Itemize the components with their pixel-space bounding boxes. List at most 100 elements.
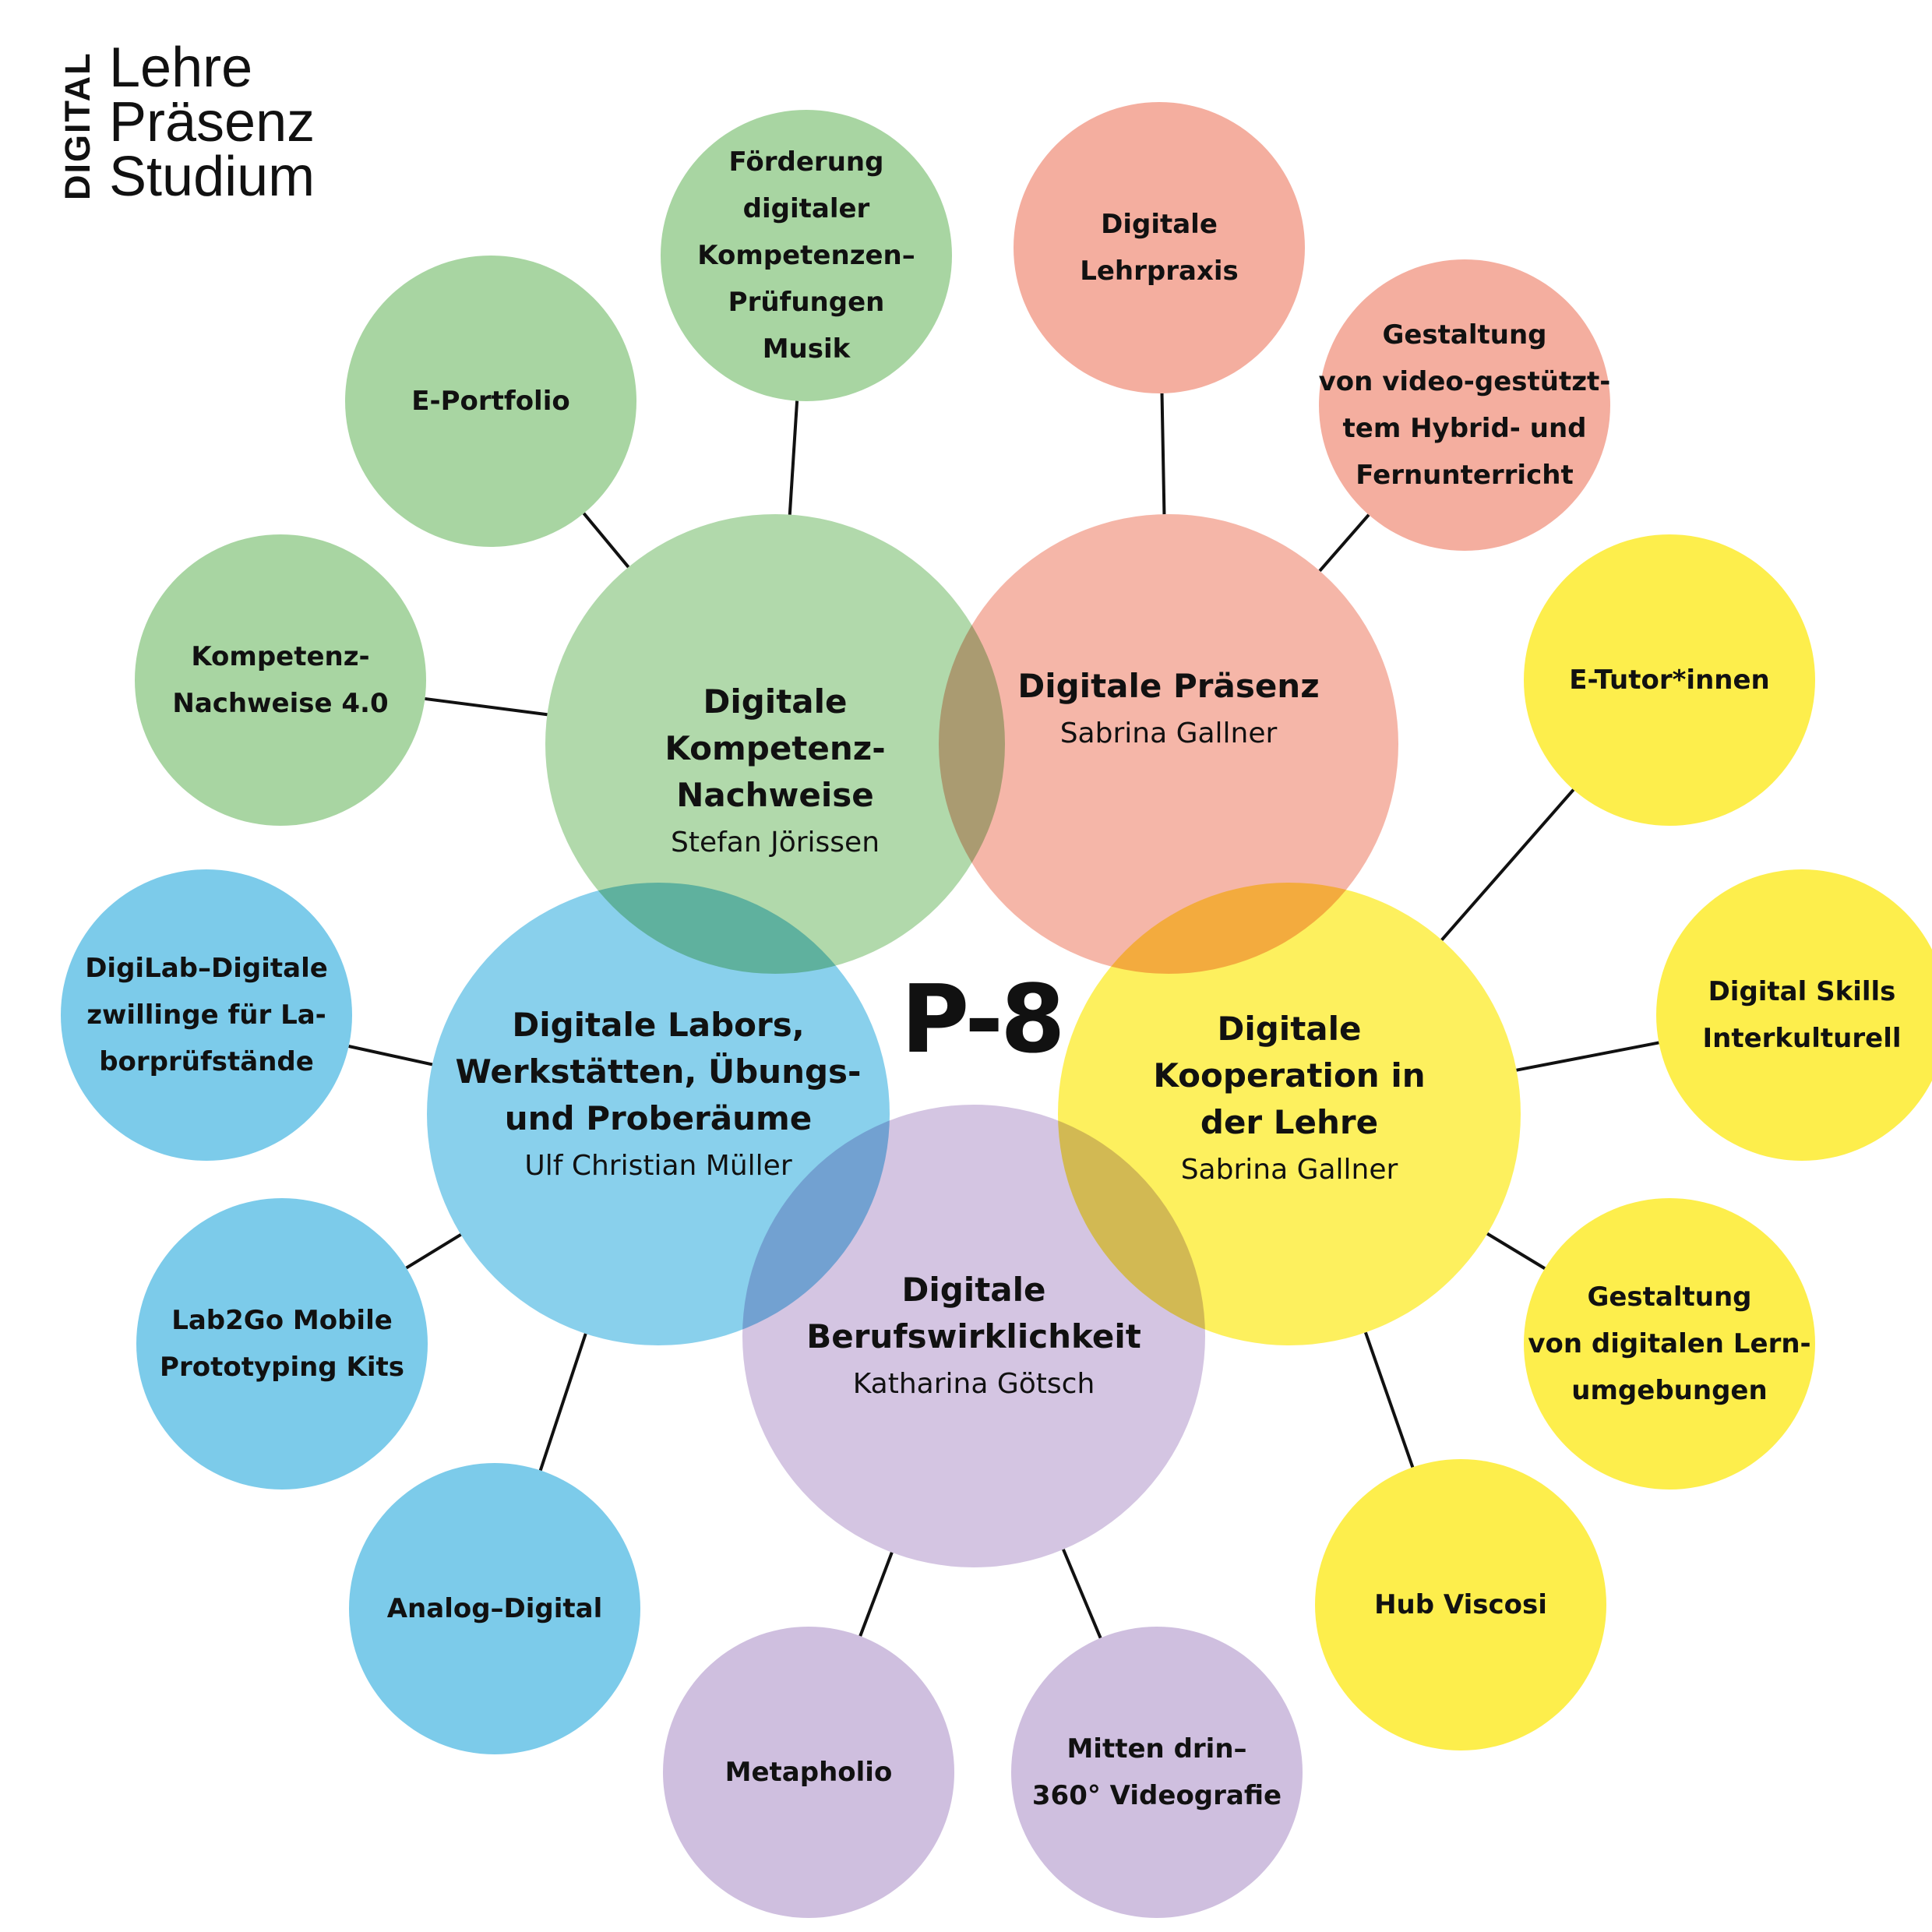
sub-node-label-line: 360° Videografie — [1031, 1780, 1282, 1811]
main-node-title-line: Digitale — [703, 682, 848, 721]
sub-node-analog: Analog–Digital — [387, 1585, 603, 1632]
sub-node-digilab: DigiLab–Digitale zwillinge für La-borprüf… — [85, 945, 328, 1085]
sub-circle-etutor — [1524, 534, 1815, 826]
connector-analog — [538, 1333, 587, 1472]
sub-node-label-line: zwillinge für La- — [86, 999, 326, 1031]
main-node-title-line: Digitale — [1217, 1010, 1362, 1048]
logo-vertical-text: DIGITAL — [58, 51, 97, 200]
sub-node-label-line: Metapholio — [724, 1757, 893, 1788]
sub-node-label-line: Digital Skills — [1708, 976, 1896, 1007]
sub-node-label-line: E-Portfolio — [411, 386, 570, 417]
main-node-title-line: Digitale Labors, — [512, 1006, 805, 1044]
sub-node-label-line: borprüfstände — [99, 1046, 314, 1077]
main-node-title-line: Nachweise — [676, 776, 874, 814]
main-node-person: Sabrina Gallner — [1180, 1154, 1398, 1186]
connector-etutor — [1440, 788, 1575, 941]
sub-node-label-line: Mitten drin– — [1066, 1733, 1247, 1765]
sub-node-label-line: Lab2Go Mobile — [171, 1305, 393, 1336]
main-node-title-line: Kompetenz- — [665, 729, 886, 767]
connector-foerderung — [788, 400, 799, 515]
connector-lines — [348, 393, 1659, 1639]
connector-kompnachweise — [425, 696, 548, 717]
main-node-labors: Digitale Labors,Werkstätten, Übungs-und … — [456, 1002, 862, 1187]
logo-line-lehre: Lehre — [109, 37, 253, 99]
main-node-title-line: Berufswirklichkeit — [806, 1317, 1141, 1356]
connector-skills — [1516, 1041, 1659, 1072]
sub-circle-digilab — [61, 869, 352, 1161]
sub-node-label-line: von video-gestützt- — [1318, 366, 1611, 397]
sub-node-label-line: Nachweise 4.0 — [172, 688, 389, 719]
sub-circle-eportfolio — [345, 256, 636, 547]
main-node-title-line: Werkstätten, Übungs- — [455, 1052, 862, 1091]
connector-digilab — [348, 1045, 433, 1066]
sub-node-label-line: Kompetenzen– — [697, 240, 915, 271]
connector-lehrpraxis — [1160, 393, 1166, 515]
sub-node-label-line: umgebungen — [1571, 1375, 1768, 1406]
main-node-title: Digitale Labors,Werkstätten, Übungs-und … — [456, 1002, 862, 1142]
sub-circle-mitten — [1011, 1627, 1303, 1918]
sub-node-label-line: Interkulturell — [1702, 1023, 1902, 1054]
sub-node-viscosi: Hub Viscosi — [1374, 1581, 1547, 1628]
sub-node-label-line: Förderung — [728, 146, 884, 178]
logo-line-praesenz: Präsenz — [109, 91, 316, 153]
sub-node-label-line: tem Hybrid- und — [1342, 413, 1587, 444]
connector-hybrid — [1318, 513, 1370, 573]
sub-node-mitten: Mitten drin– 360° Videografie — [1032, 1726, 1282, 1819]
connector-lab2go — [405, 1233, 462, 1270]
center-label: P-8 — [901, 966, 1065, 1074]
sub-node-label-line: digitaler — [742, 193, 870, 224]
main-circle-praesenz — [939, 514, 1398, 974]
logo-line-studium: Studium — [109, 146, 316, 208]
connector-mitten — [1062, 1549, 1102, 1639]
sub-circle-kompnachweise — [135, 534, 426, 826]
sub-circle-foerderung — [661, 110, 952, 401]
sub-node-label-line: Gestaltung — [1587, 1282, 1752, 1313]
sub-circle-hybrid — [1319, 259, 1610, 551]
main-node-person: Sabrina Gallner — [1059, 717, 1278, 749]
sub-node-label-line: Prüfungen — [728, 287, 885, 318]
sub-node-label-line: Gestaltung — [1382, 319, 1547, 351]
main-node-title: Digitale Präsenz — [1017, 663, 1319, 710]
sub-node-label-line: DigiLab–Digitale — [85, 953, 328, 984]
sub-node-label-line: E-Tutor*innen — [1569, 665, 1770, 696]
sub-circle-analog — [349, 1463, 640, 1754]
sub-node-label-line: Prototyping Kits — [160, 1352, 404, 1383]
sub-node-kompnachweise: Kompetenz- Nachweise 4.0 — [172, 633, 388, 727]
main-node-person: Katharina Götsch — [852, 1368, 1095, 1400]
sub-circle-lab2go — [136, 1198, 428, 1490]
sub-node-label-line: Analog–Digital — [386, 1593, 603, 1624]
main-node-title-line: Digitale Präsenz — [1017, 667, 1320, 705]
sub-node-metapholio: Metapholio — [725, 1749, 893, 1796]
main-node-title-line: Digitale — [901, 1271, 1046, 1309]
sub-node-hybrid: Gestaltung von video-gestützt-tem Hybrid-… — [1319, 312, 1611, 499]
sub-node-eportfolio: E-Portfolio — [411, 378, 569, 425]
sub-circles — [61, 102, 1932, 1918]
main-node-title-line: der Lehre — [1200, 1103, 1379, 1141]
connector-lernumgebungen — [1486, 1232, 1546, 1270]
connector-eportfolio — [582, 512, 630, 569]
main-node-person: Ulf Christian Müller — [524, 1150, 792, 1182]
logo-lines: Lehre Präsenz Studium — [109, 37, 316, 208]
sub-node-etutor: E-Tutor*innen — [1569, 657, 1770, 703]
main-node-title-line: Kooperation in — [1153, 1056, 1426, 1095]
logo: DIGITAL Lehre Präsenz Studium — [56, 37, 383, 208]
main-circle-kompetenz — [545, 514, 1005, 974]
sub-node-label-line: Kompetenz- — [191, 641, 370, 672]
sub-circle-metapholio — [663, 1627, 954, 1918]
sub-circle-lehrpraxis — [1014, 102, 1305, 393]
sub-node-label-line: Lehrpraxis — [1080, 256, 1239, 287]
main-circle-beruf — [742, 1105, 1205, 1567]
connector-viscosi — [1364, 1331, 1415, 1468]
